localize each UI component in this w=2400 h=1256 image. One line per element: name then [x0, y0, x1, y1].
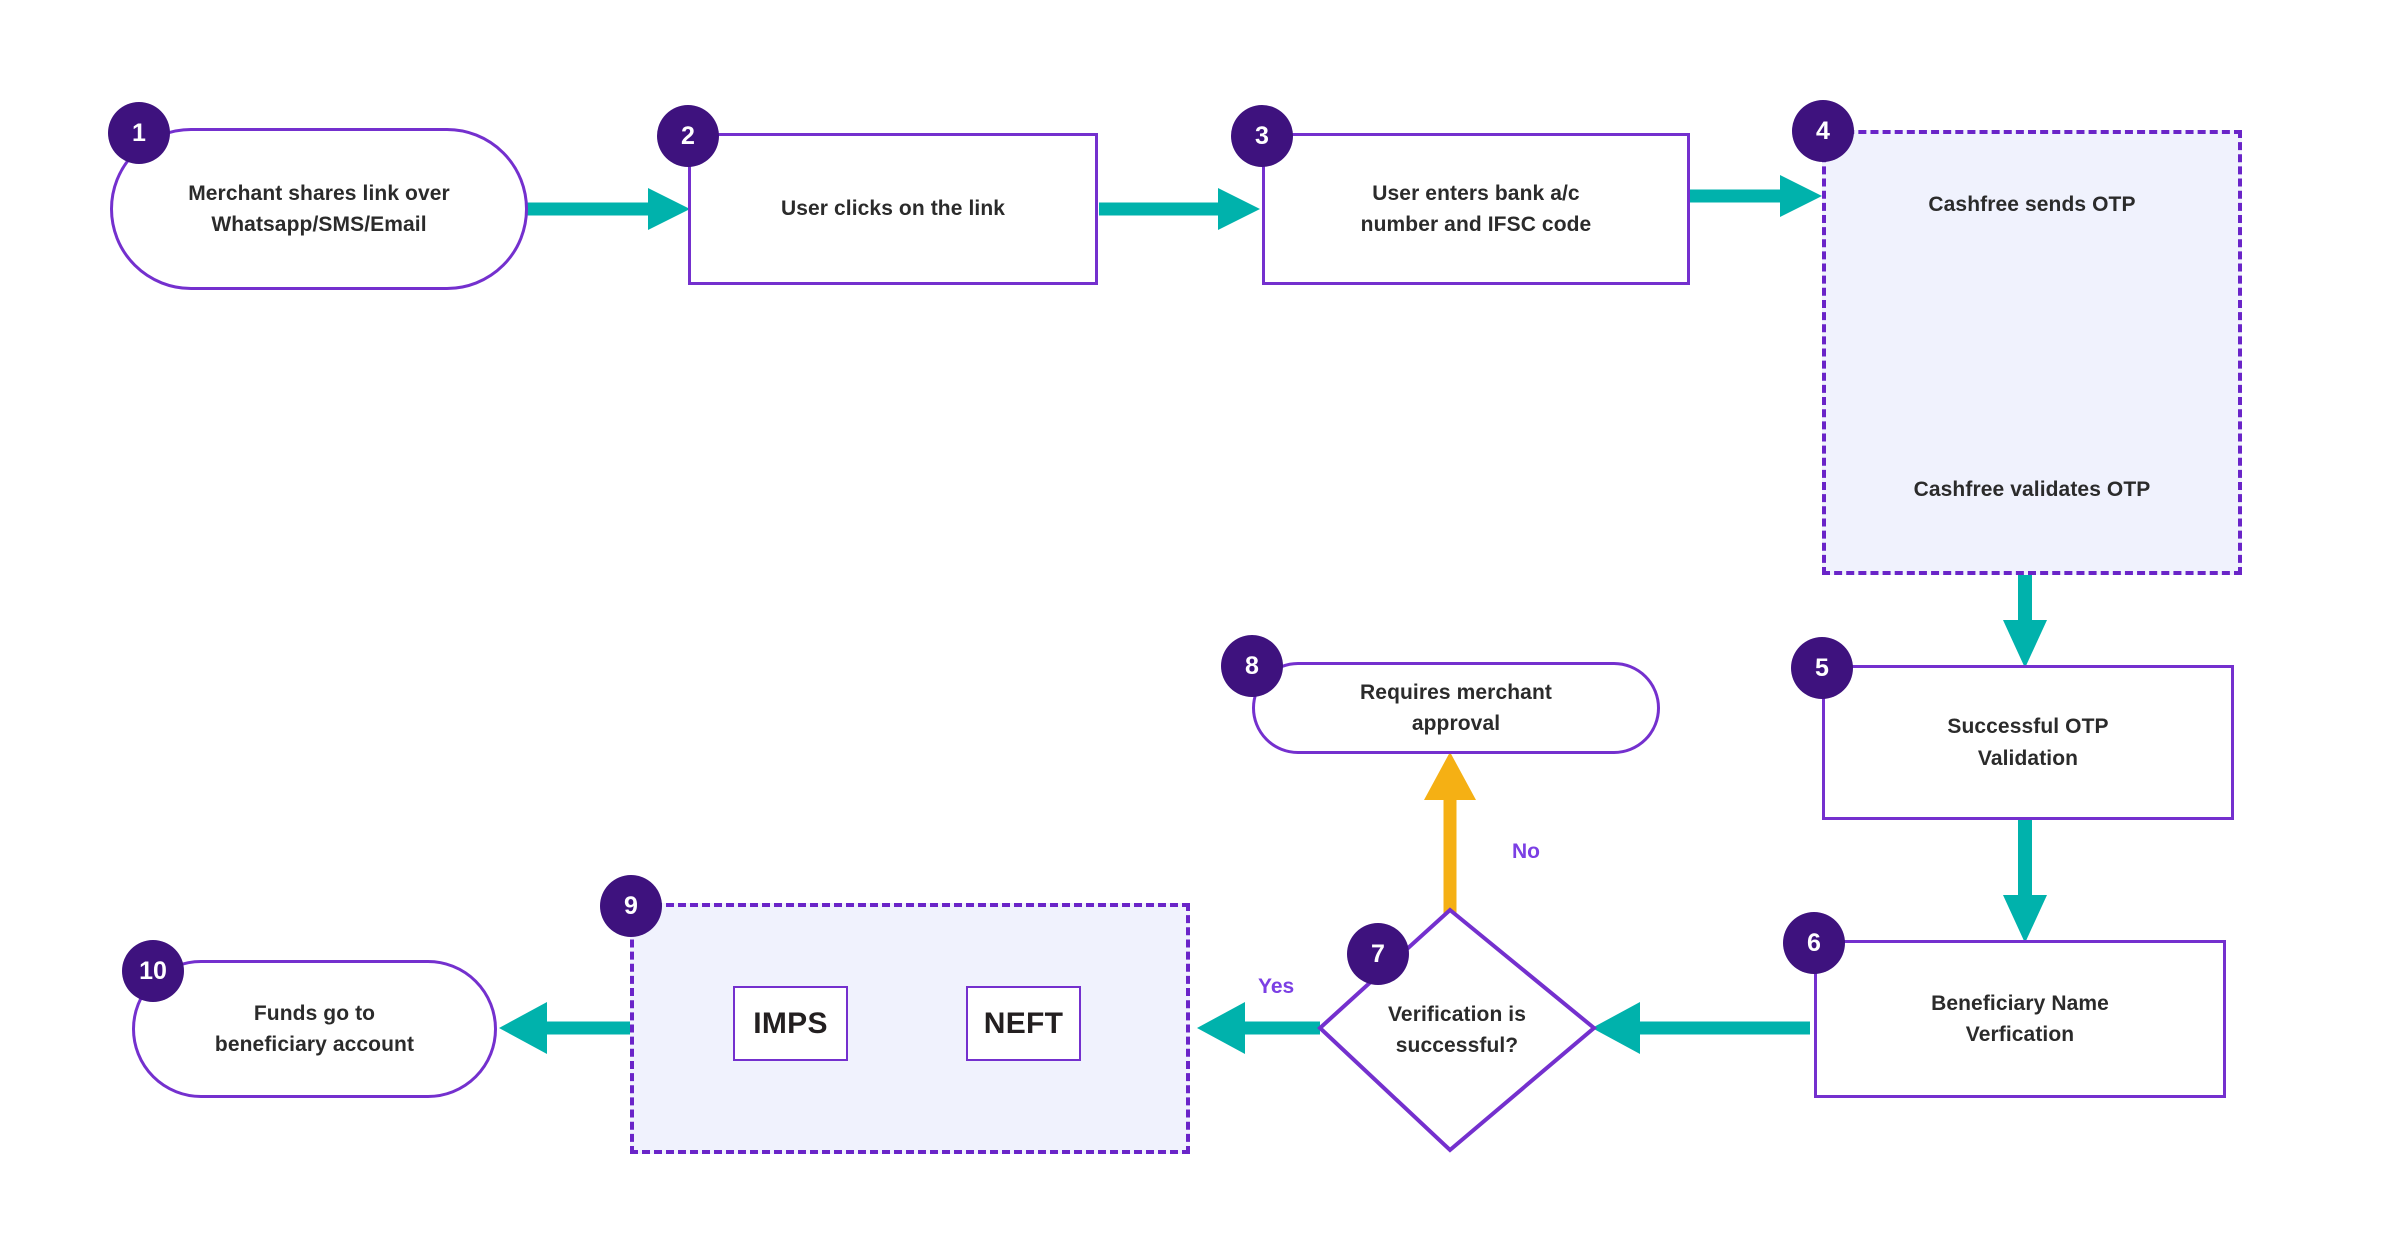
payment-option-imps[interactable]: IMPS	[733, 986, 848, 1061]
node-9-shape[interactable]	[630, 903, 1190, 1154]
node-7-label: Verification is successful?	[1387, 1002, 1527, 1058]
node-3-shape[interactable]	[1262, 133, 1690, 285]
payment-option-neft[interactable]: NEFT	[966, 986, 1081, 1061]
edge-3-to-4	[1690, 175, 1822, 217]
edge-5-to-6	[2003, 820, 2047, 943]
edge-9-to-10	[499, 1002, 630, 1054]
node-4-shape[interactable]	[1822, 130, 2242, 575]
edge-1-to-2	[527, 188, 690, 230]
node-10-shape[interactable]	[132, 960, 497, 1098]
node-3-badge: 3	[1231, 105, 1293, 167]
edge-label-yes: Yes	[1258, 975, 1295, 998]
node-5-badge: 5	[1791, 637, 1853, 699]
node-9-badge: 9	[600, 875, 662, 937]
node-1-shape[interactable]	[110, 128, 528, 290]
node-8-shape[interactable]	[1252, 662, 1660, 754]
edge-6-to-7	[1592, 1002, 1810, 1054]
node-1-badge: 1	[108, 102, 170, 164]
edge-7-to-8	[1424, 752, 1476, 940]
edge-7-to-9	[1197, 1002, 1320, 1054]
node-4-badge: 4	[1792, 100, 1854, 162]
node-6-badge: 6	[1783, 912, 1845, 974]
node-6-shape[interactable]	[1814, 940, 2226, 1098]
edge-label-no: No	[1512, 840, 1540, 863]
node-2-shape[interactable]	[688, 133, 1098, 285]
node-10-badge: 10	[122, 940, 184, 1002]
edge-2-to-3	[1099, 188, 1260, 230]
node-8-badge: 8	[1221, 635, 1283, 697]
node-5-shape[interactable]	[1822, 665, 2234, 820]
edge-4-to-5	[2003, 575, 2047, 668]
node-7-badge: 7	[1347, 923, 1409, 985]
node-2-badge: 2	[657, 105, 719, 167]
